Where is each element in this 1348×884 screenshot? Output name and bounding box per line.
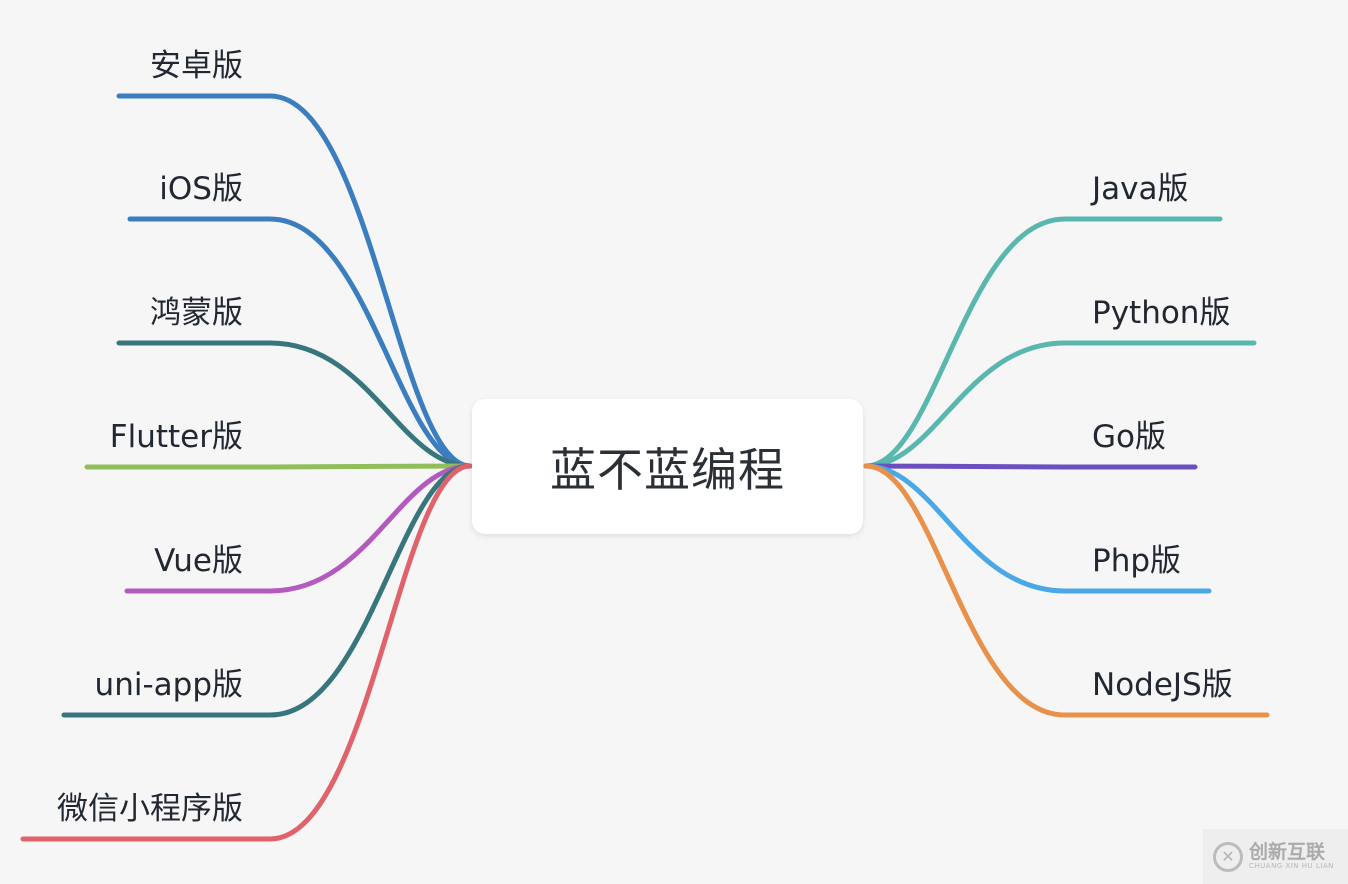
watermark-subtitle: CHUANG XIN HU LIAN	[1249, 862, 1334, 870]
left-branch-line-3	[84, 463, 473, 470]
center-node[interactable]: 蓝不蓝编程	[472, 399, 863, 534]
right-branch-line-0	[863, 216, 1223, 469]
right-branch-line-4	[863, 463, 1270, 718]
left-branch-line-2	[116, 340, 473, 469]
watermark-logo-icon: ✕	[1213, 841, 1243, 872]
left-branch-line-1	[127, 216, 473, 469]
watermark-title: 创新互联	[1249, 841, 1326, 863]
left-branch-label-2[interactable]: 鸿蒙版	[150, 295, 243, 331]
right-branch-label-0[interactable]: Java版	[1092, 171, 1189, 207]
right-branch-line-1	[863, 340, 1257, 469]
right-branch-line-3	[863, 463, 1212, 594]
right-branch-label-1[interactable]: Python版	[1092, 295, 1231, 331]
left-branch-line-4	[124, 463, 473, 594]
right-branch-label-4[interactable]: NodeJS版	[1092, 667, 1233, 703]
right-branch-label-3[interactable]: Php版	[1092, 543, 1182, 579]
left-branch-label-5[interactable]: uni-app版	[94, 667, 243, 703]
left-branch-label-0[interactable]: 安卓版	[150, 48, 243, 84]
center-title: 蓝不蓝编程	[550, 442, 785, 497]
left-branch-line-5	[61, 463, 473, 718]
left-branch-line-0	[116, 93, 473, 469]
right-branch-line-2	[863, 463, 1198, 470]
left-branch-line-6	[20, 463, 473, 842]
left-branch-label-4[interactable]: Vue版	[154, 543, 243, 579]
left-branch-label-1[interactable]: iOS版	[159, 171, 243, 207]
watermark: ✕ 创新互联 CHUANG XIN HU LIAN	[1203, 829, 1348, 884]
right-branch-label-2[interactable]: Go版	[1092, 419, 1166, 455]
watermark-text: 创新互联 CHUANG XIN HU LIAN	[1249, 842, 1334, 871]
left-branch-label-6[interactable]: 微信小程序版	[57, 791, 243, 827]
left-branch-label-3[interactable]: Flutter版	[109, 419, 243, 455]
